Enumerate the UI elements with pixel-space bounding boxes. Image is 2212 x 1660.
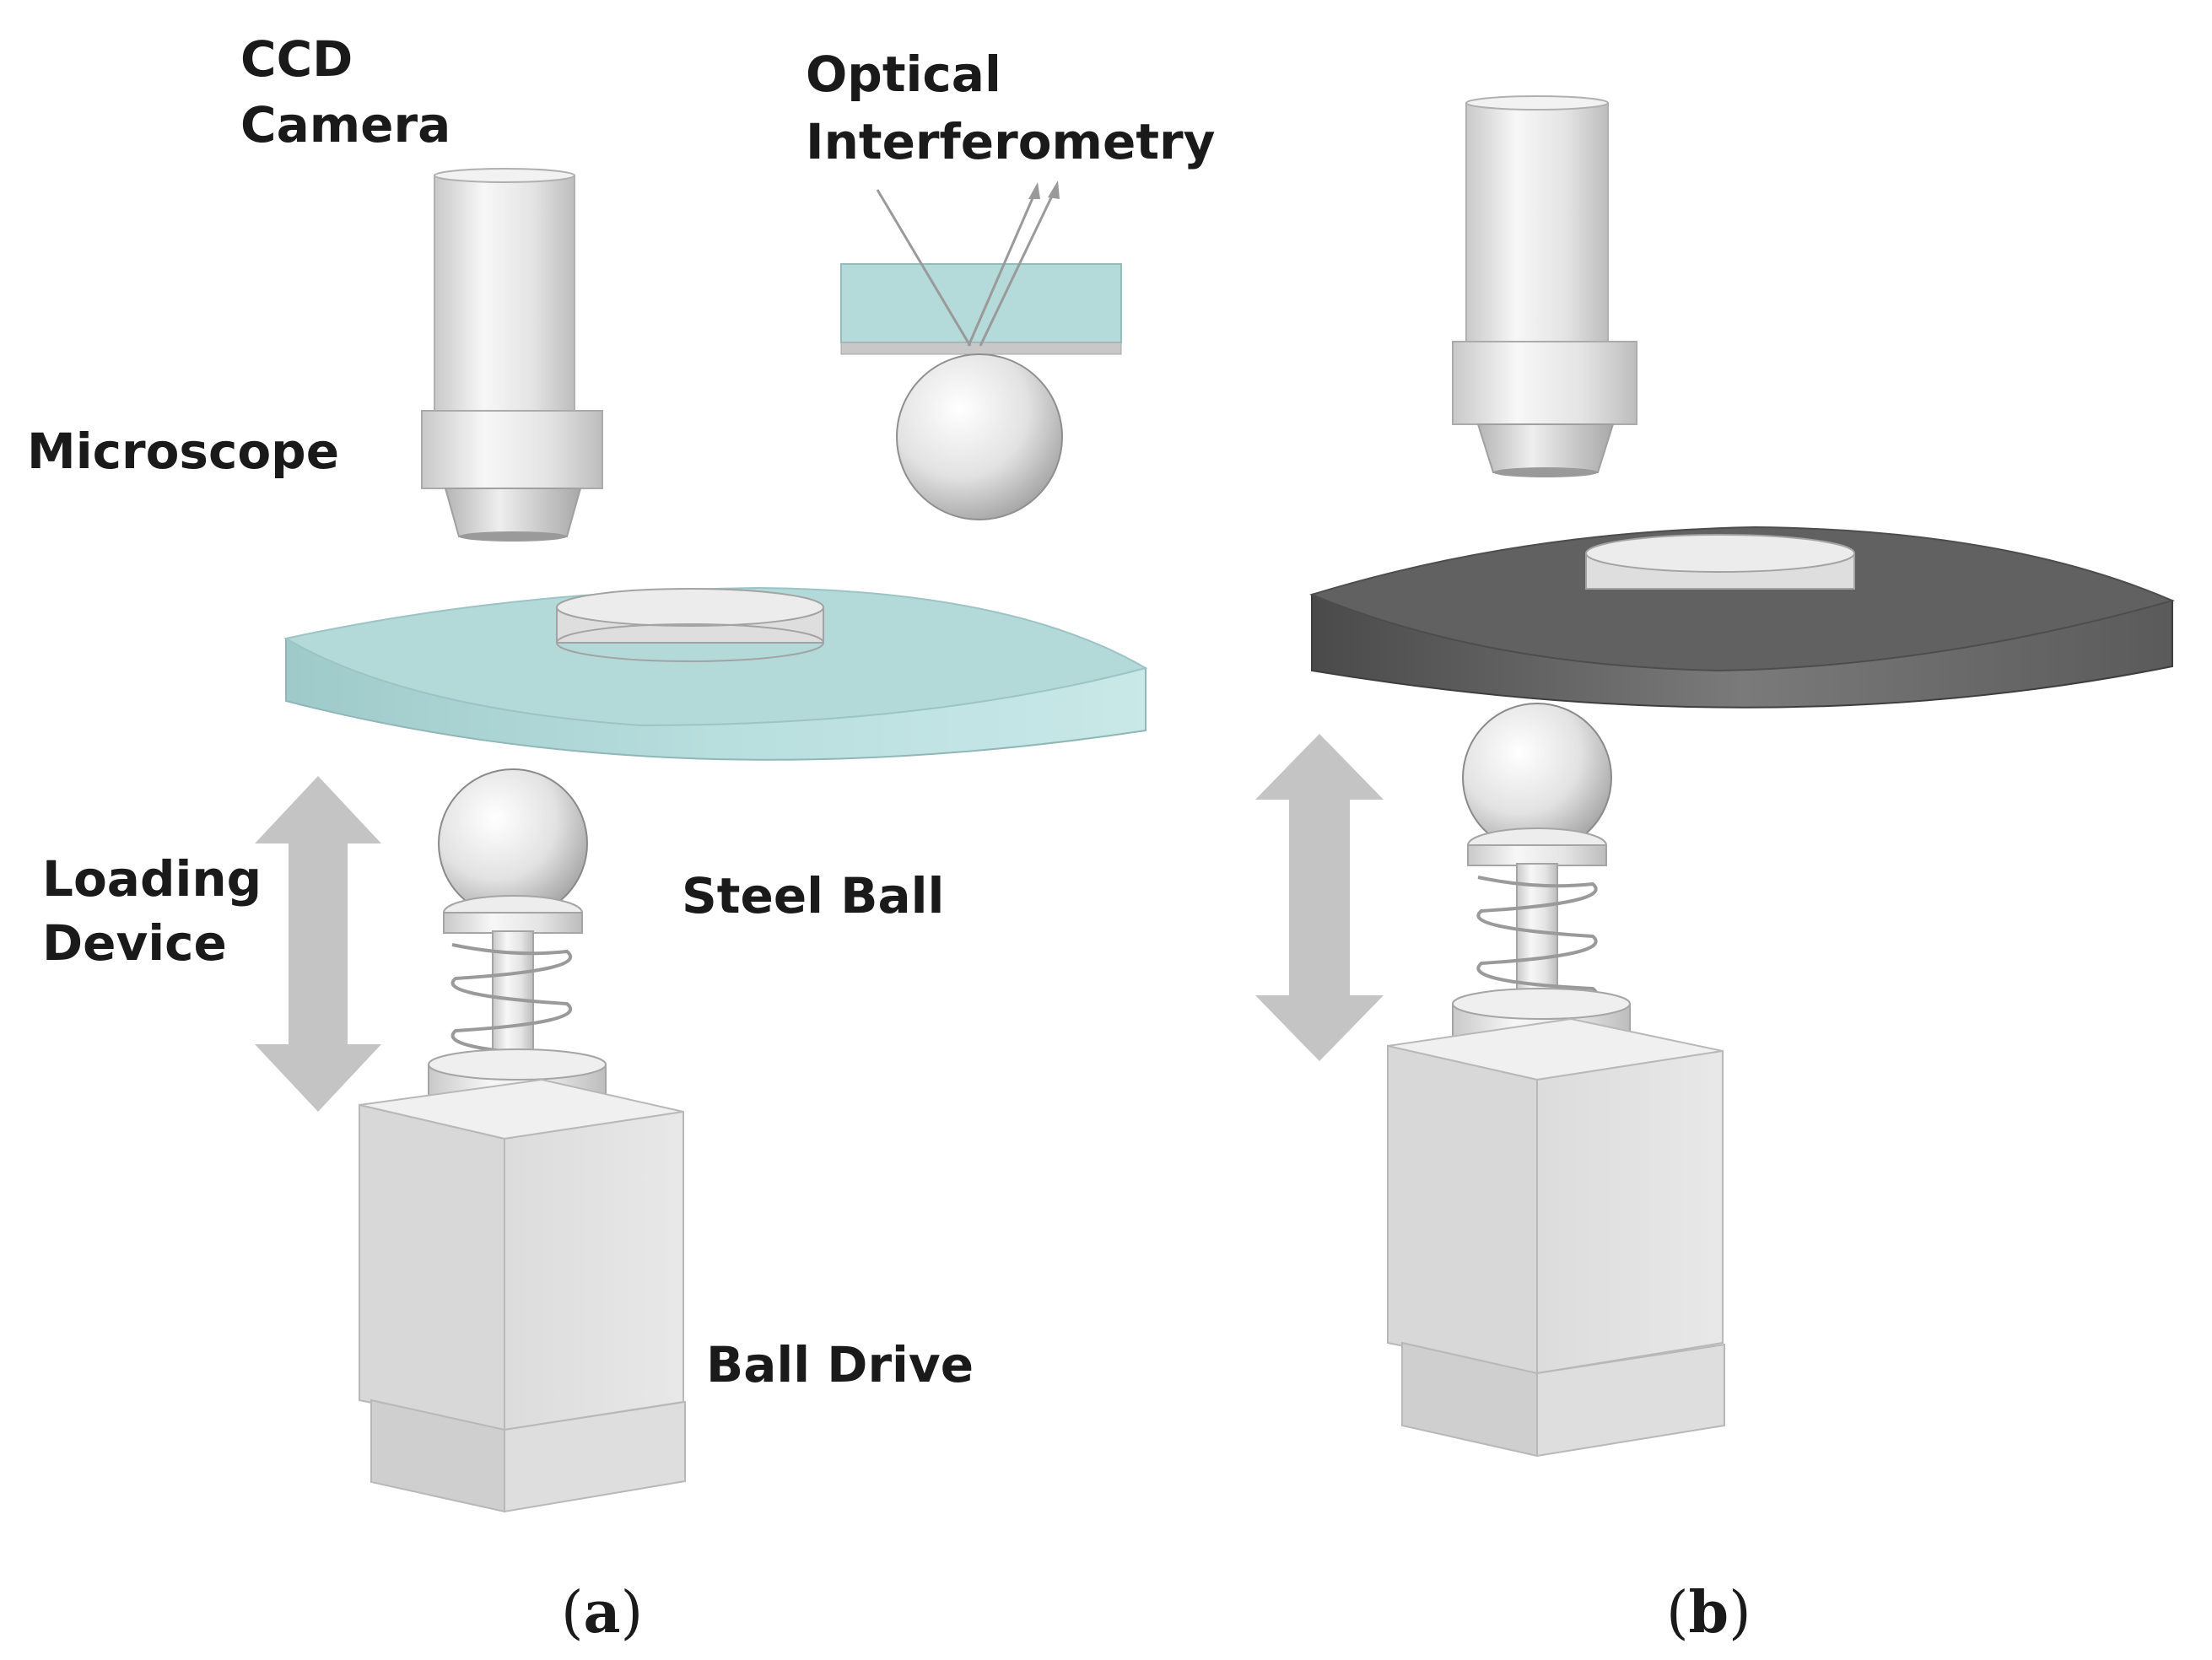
label-microscope: Microscope [27, 423, 339, 480]
optical-interferometry-inset [840, 181, 1122, 520]
ball-drive-box-a [359, 1078, 686, 1513]
ball-drive-box-b [1387, 1017, 1725, 1458]
steel-disc-sample [1585, 534, 1855, 590]
spring-b [1452, 827, 1631, 1050]
microscope-b [1452, 95, 1637, 477]
microscope-a [421, 168, 603, 542]
label-camera: Camera [240, 96, 450, 154]
loading-arrow-b [1255, 734, 1384, 1061]
label-optical: Optical [806, 46, 1001, 103]
caption-b: (b) [1666, 1579, 1751, 1647]
label-interferometry: Interferometry [806, 113, 1215, 170]
label-ccd: CCD [240, 30, 353, 88]
glass-disc-sample [556, 588, 824, 662]
spring-a [428, 895, 607, 1111]
label-loading: Loading [42, 850, 262, 908]
label-ball-drive: Ball Drive [706, 1336, 974, 1393]
label-device: Device [42, 914, 227, 972]
glass-disc [283, 586, 1148, 761]
label-steel-ball: Steel Ball [682, 867, 944, 924]
caption-a: (a) [561, 1579, 643, 1647]
loading-arrow-a [255, 776, 381, 1112]
steel-disc [1309, 525, 2175, 709]
